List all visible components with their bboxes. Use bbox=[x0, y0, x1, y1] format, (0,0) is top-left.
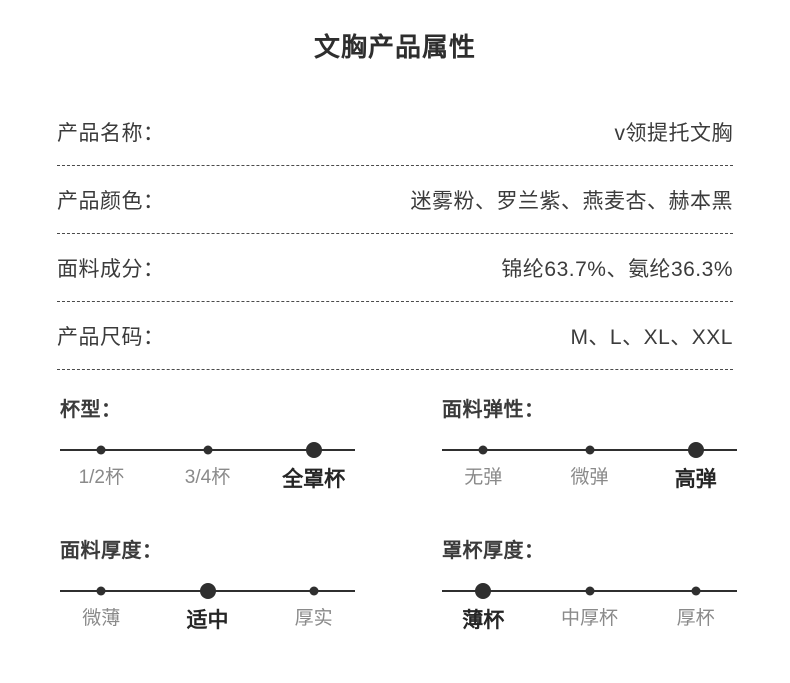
scale-dot-2-selected[interactable] bbox=[199, 583, 216, 599]
scale-option-2[interactable]: 3/4杯 bbox=[184, 467, 231, 488]
scale-option-1[interactable]: 1/2杯 bbox=[78, 467, 125, 488]
scale-option-1[interactable]: 微薄 bbox=[82, 608, 121, 629]
scale-option-2[interactable]: 中厚杯 bbox=[560, 608, 619, 629]
page-title: 文胸产品属性 bbox=[313, 32, 476, 62]
scale-labels: 1/2杯 3/4杯 全罩杯 bbox=[60, 465, 355, 495]
row-divider bbox=[57, 233, 733, 234]
spec-row-fabric-composition: 面料成分： 锦纶63.7%、氨纶36.3% bbox=[57, 234, 733, 302]
scale-option-1-selected[interactable]: 薄杯 bbox=[462, 609, 505, 632]
spec-label: 产品颜色： bbox=[57, 190, 165, 213]
scale-labels: 微薄 适中 厚实 bbox=[60, 606, 355, 636]
scale-heading: 面料弹性： bbox=[442, 399, 545, 421]
spec-value: v领提托文胸 bbox=[614, 122, 733, 145]
row-divider bbox=[57, 165, 733, 166]
scale-option-2-selected[interactable]: 适中 bbox=[186, 609, 229, 632]
scale-heading: 面料厚度： bbox=[60, 540, 163, 562]
spec-label: 产品尺码： bbox=[57, 326, 165, 349]
scale-labels: 无弹 微弹 高弹 bbox=[442, 465, 737, 495]
row-divider bbox=[57, 369, 733, 370]
scale-dot-1[interactable] bbox=[478, 445, 488, 455]
scale-dot-2[interactable] bbox=[585, 586, 594, 596]
scale-option-1[interactable]: 无弹 bbox=[464, 467, 503, 488]
scale-track[interactable] bbox=[60, 582, 355, 600]
scale-track[interactable] bbox=[442, 582, 737, 600]
scale-dot-3-selected[interactable] bbox=[687, 442, 704, 458]
spec-label: 面料成分： bbox=[57, 258, 165, 281]
scale-cup-thickness: 罩杯厚度： 薄杯 中厚杯 厚杯 bbox=[442, 541, 737, 636]
scale-option-3-selected[interactable]: 全罩杯 bbox=[282, 468, 346, 491]
scale-dot-3-selected[interactable] bbox=[305, 442, 322, 458]
scale-labels: 薄杯 中厚杯 厚杯 bbox=[442, 606, 737, 636]
row-divider bbox=[57, 301, 733, 302]
scale-fabric-elasticity: 面料弹性： 无弹 微弹 高弹 bbox=[442, 400, 737, 495]
spec-value: M、L、XL、XXL bbox=[570, 326, 733, 349]
scale-dot-1[interactable] bbox=[96, 445, 106, 455]
spec-row-product-name: 产品名称： v领提托文胸 bbox=[57, 98, 733, 166]
scale-dot-3[interactable] bbox=[309, 586, 319, 596]
spec-table: 产品名称： v领提托文胸 产品颜色： 迷雾粉、罗兰紫、燕麦杏、赫本黑 面料成分：… bbox=[57, 60, 733, 370]
scale-heading: 罩杯厚度： bbox=[442, 540, 545, 562]
attribute-scale-row-2: 面料厚度： 微薄 适中 厚实 罩杯厚度： bbox=[0, 541, 790, 636]
spec-label: 产品名称： bbox=[57, 122, 165, 145]
scale-option-3[interactable]: 厚实 bbox=[294, 608, 333, 629]
scale-dot-1[interactable] bbox=[96, 586, 106, 596]
attribute-scales: 杯型： 1/2杯 3/4杯 全罩杯 面料弹性： bbox=[0, 400, 790, 636]
spec-value: 迷雾粉、罗兰紫、燕麦杏、赫本黑 bbox=[410, 190, 733, 213]
scale-dot-1-selected[interactable] bbox=[475, 583, 492, 599]
scale-option-3[interactable]: 厚杯 bbox=[676, 608, 715, 629]
scale-option-2[interactable]: 微弹 bbox=[570, 467, 609, 488]
attribute-scale-row-1: 杯型： 1/2杯 3/4杯 全罩杯 面料弹性： bbox=[0, 400, 790, 495]
spec-row-product-color: 产品颜色： 迷雾粉、罗兰紫、燕麦杏、赫本黑 bbox=[57, 166, 733, 234]
spec-value: 锦纶63.7%、氨纶36.3% bbox=[501, 258, 733, 281]
scale-track[interactable] bbox=[442, 441, 737, 459]
scale-track[interactable] bbox=[60, 441, 355, 459]
scale-dot-2[interactable] bbox=[203, 445, 212, 455]
scale-option-3-selected[interactable]: 高弹 bbox=[674, 468, 717, 491]
scale-fabric-thickness: 面料厚度： 微薄 适中 厚实 bbox=[60, 541, 355, 636]
scale-heading: 杯型： bbox=[60, 399, 122, 421]
spec-row-product-size: 产品尺码： M、L、XL、XXL bbox=[57, 302, 733, 370]
scale-dot-3[interactable] bbox=[691, 586, 701, 596]
scale-dot-2[interactable] bbox=[585, 445, 594, 455]
scale-cup-type: 杯型： 1/2杯 3/4杯 全罩杯 bbox=[60, 400, 355, 495]
